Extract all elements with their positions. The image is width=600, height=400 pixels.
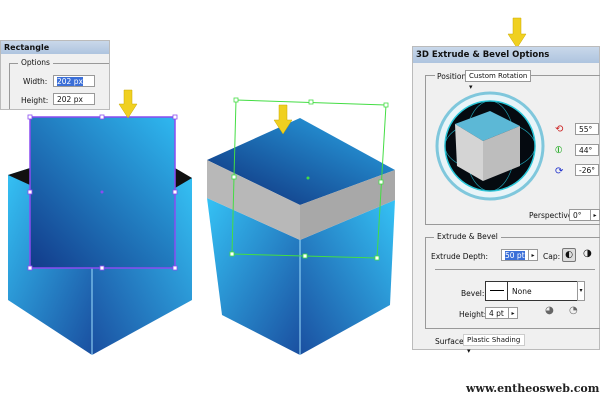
bevel-in-icon[interactable]: ◔ (569, 305, 578, 316)
extrude-bevel-dialog: 3D Extrude & Bevel Options Position: Cus… (412, 46, 600, 355)
cap-off-icon[interactable]: ◑ (583, 248, 592, 259)
extrude-depth-slider-button[interactable]: ▸ (528, 249, 538, 261)
extrude-depth-label: Extrude Depth: (431, 252, 489, 261)
height-label: Height: (21, 96, 49, 105)
perspective-slider-button[interactable]: ▸ (590, 209, 600, 221)
width-input[interactable]: 202 px (53, 75, 95, 87)
divider (435, 269, 595, 270)
bevel-out-icon[interactable]: ◕ (545, 305, 554, 316)
rotate-x-input[interactable]: 55° (575, 123, 599, 135)
bevel-dropdown-arrow[interactable]: ▾ (577, 281, 585, 301)
bevel-height-slider-button[interactable]: ▸ (508, 307, 518, 319)
rotate-y-input[interactable]: 44° (575, 144, 599, 156)
perspective-label: Perspective: (529, 211, 575, 220)
arrow-down-icon (118, 89, 138, 119)
cap-label: Cap: (543, 252, 561, 261)
position-label: Position: (435, 72, 471, 81)
bevel-dropdown[interactable]: None (485, 281, 579, 301)
surface-dropdown[interactable]: Plastic Shading ▾ (463, 334, 525, 355)
rotate-x-icon: ⟲ (555, 124, 564, 135)
extrude-depth-input[interactable]: 50 pt (501, 249, 529, 261)
rotate-z-icon: ⟳ (555, 166, 564, 177)
dialog-title: Rectangle (1, 41, 109, 54)
left-cube (8, 114, 192, 355)
height-input[interactable]: 202 px (53, 93, 95, 105)
cap-on-icon[interactable]: ◐ (562, 248, 576, 262)
options-label: Options (18, 58, 53, 67)
arrow-down-icon (507, 17, 527, 49)
height-label: Height: (459, 310, 487, 319)
arrow-down-icon (273, 104, 293, 135)
options-group: Options (9, 58, 109, 109)
rectangle-dialog: Rectangle Options Width: 202 px Height: … (0, 40, 110, 110)
surface-label: Surface: (435, 337, 467, 346)
rotate-y-icon: ⦶ (555, 145, 563, 156)
perspective-input[interactable]: 0° (569, 209, 591, 221)
extrude-bevel-group: Extrude & Bevel (425, 232, 600, 329)
dialog-title: 3D Extrude & Bevel Options (413, 47, 599, 63)
bevel-label: Bevel: (461, 289, 485, 298)
width-label: Width: (23, 77, 48, 86)
extrude-group-label: Extrude & Bevel (434, 232, 501, 241)
bevel-value: None (512, 287, 532, 296)
middle-cube (207, 97, 395, 355)
bevel-height-input[interactable]: 4 pt (485, 307, 509, 319)
rotation-trackball[interactable] (435, 91, 545, 201)
watermark: www.entheosweb.com (466, 382, 600, 395)
rotate-z-input[interactable]: -26° (575, 164, 599, 176)
position-dropdown[interactable]: Custom Rotation ▾ (465, 70, 531, 91)
